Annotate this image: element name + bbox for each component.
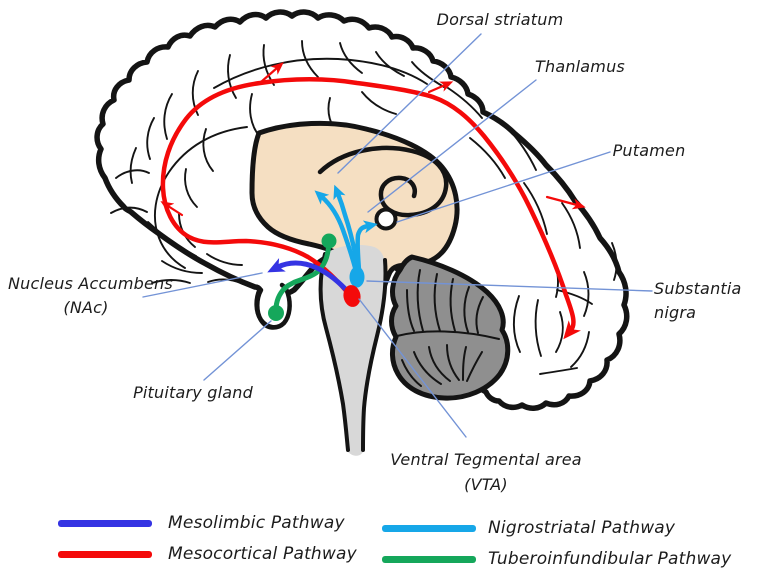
leader-pituitary bbox=[203, 320, 272, 381]
legend-label-tuberoinfundibular: Tuberoinfundibular Pathway bbox=[488, 549, 732, 569]
leader-thalamus bbox=[367, 79, 537, 213]
leader-substantia-nigra bbox=[366, 280, 653, 292]
label-putamen: Putamen bbox=[612, 141, 686, 160]
lateral-ventricle-swirl bbox=[317, 145, 449, 218]
label-thalamus: Thanlamus bbox=[535, 57, 625, 76]
nigrostriatal-pathway bbox=[314, 184, 378, 274]
label-nucleus-accumbens: Nucleus Accumbens (NAc) bbox=[8, 272, 173, 320]
legend-swatch-tuberoinfundibular bbox=[382, 555, 476, 563]
label-substantia-nigra-line1: Substantia bbox=[654, 279, 742, 298]
thalamus-circle bbox=[374, 207, 398, 231]
brainstem bbox=[320, 244, 386, 456]
legend-swatch-mesolimbic bbox=[58, 519, 152, 527]
hypothalamus-dot bbox=[321, 233, 337, 249]
label-pituitary-gland: Pituitary gland bbox=[133, 383, 253, 402]
legend-item-nigrostriatal: Nigrostriatal Pathway bbox=[382, 516, 675, 540]
label-substantia-nigra-line2: nigra bbox=[654, 303, 697, 322]
leader-putamen bbox=[396, 151, 611, 223]
mesocortical-pathway bbox=[160, 77, 581, 340]
label-vta: Ventral Tegmental area (VTA) bbox=[378, 447, 594, 497]
leader-vta bbox=[358, 298, 467, 438]
label-nucleus-accumbens-line1: Nucleus Accumbens bbox=[8, 274, 173, 293]
label-leader-lines bbox=[142, 33, 653, 438]
label-dorsal-striatum: Dorsal striatum bbox=[436, 10, 564, 29]
cerebellum bbox=[389, 254, 511, 401]
legend-label-nigrostriatal: Nigrostriatal Pathway bbox=[488, 518, 676, 538]
mesocortical-branch-arrows bbox=[160, 62, 586, 217]
leader-nucleus-accumbens bbox=[142, 272, 263, 298]
label-substantia-nigra: Substantia nigra bbox=[654, 277, 742, 325]
tuberoinfundibular-pathway bbox=[273, 240, 332, 313]
mesolimbic-pathway bbox=[267, 258, 353, 297]
vta-blob bbox=[343, 285, 361, 307]
substantia-nigra-blob bbox=[349, 266, 365, 288]
label-vta-line1: Ventral Tegmental area bbox=[390, 450, 582, 469]
legend-label-mesocortical: Mesocortical Pathway bbox=[168, 544, 357, 564]
legend-item-tuberoinfundibular: Tuberoinfundibular Pathway bbox=[382, 547, 731, 571]
brainstem-edges bbox=[318, 252, 388, 452]
legend-label-mesolimbic: Mesolimbic Pathway bbox=[168, 513, 345, 533]
label-vta-line2: (VTA) bbox=[464, 475, 508, 494]
leader-dorsal-striatum bbox=[337, 33, 482, 174]
legend-swatch-nigrostriatal bbox=[382, 524, 476, 532]
pituitary-dot bbox=[268, 305, 284, 321]
label-nucleus-accumbens-line2: (NAc) bbox=[63, 298, 109, 317]
legend-item-mesocortical: Mesocortical Pathway bbox=[58, 542, 357, 566]
legend-swatch-mesocortical bbox=[58, 550, 152, 558]
legend-item-mesolimbic: Mesolimbic Pathway bbox=[58, 511, 345, 535]
